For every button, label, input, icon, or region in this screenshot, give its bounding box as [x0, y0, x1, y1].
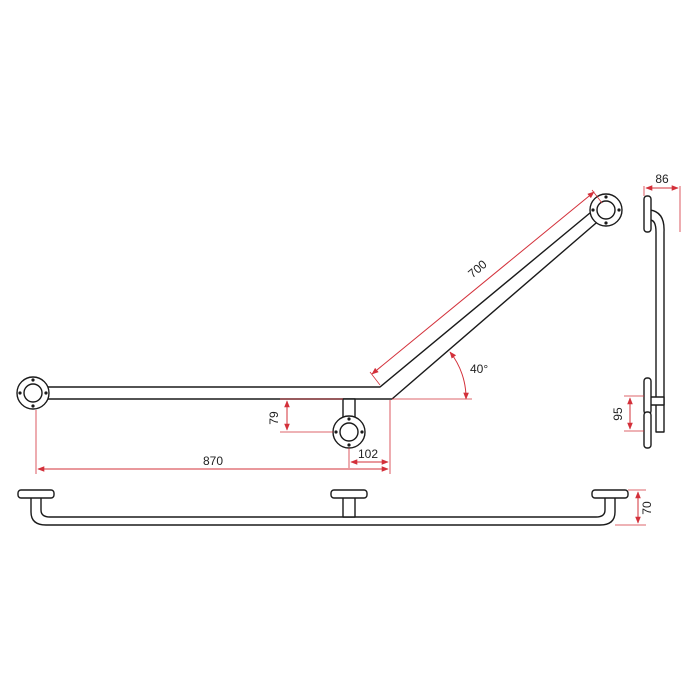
right-wall-flange: [589, 193, 623, 227]
middle-support: [332, 398, 366, 449]
top-view: 870 700 40° 79 102: [16, 189, 623, 474]
dimension-79: 79: [267, 398, 343, 433]
dimension-700: 700: [369, 189, 603, 386]
dimension-102: 102: [348, 447, 389, 468]
front-post-middle: [342, 496, 356, 518]
svg-text:40°: 40°: [470, 362, 488, 376]
svg-text:102: 102: [358, 447, 378, 461]
front-view: 70: [17, 489, 654, 526]
side-flange-middle: [643, 377, 652, 415]
dimension-95: 95: [611, 395, 644, 432]
svg-text:79: 79: [267, 411, 281, 425]
svg-text:86: 86: [655, 172, 669, 186]
svg-text:870: 870: [203, 454, 223, 468]
svg-text:95: 95: [611, 407, 625, 421]
dimension-86: 86: [643, 172, 681, 232]
dimension-angle-40: 40°: [392, 351, 488, 400]
bar-tube-side-view: [649, 209, 665, 433]
svg-text:700: 700: [465, 257, 490, 281]
front-flange-left: [17, 489, 55, 499]
dimension-70: 70: [615, 489, 654, 526]
front-flange-middle: [330, 489, 368, 499]
dimension-870: 870: [35, 400, 391, 474]
svg-text:70: 70: [640, 501, 654, 515]
side-flange-top: [643, 195, 652, 233]
side-view: 86 95: [611, 172, 681, 449]
bar-tube-front-view: [30, 496, 616, 526]
side-flange-bottom: [643, 411, 652, 449]
left-wall-flange: [16, 376, 50, 410]
bar-tube-top-view: [35, 202, 611, 400]
front-flange-right: [591, 489, 629, 499]
